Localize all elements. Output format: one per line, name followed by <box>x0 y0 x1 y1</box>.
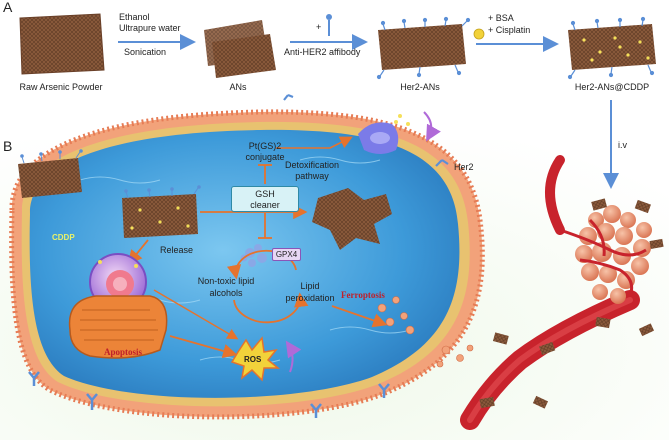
label-her2-ans: Her2-ANs <box>400 82 440 92</box>
arrow-efflux <box>423 111 441 142</box>
bsa-cisplatin-icon <box>473 28 485 40</box>
lipid-droplets <box>377 296 474 368</box>
arc-to-peroxidation <box>233 292 309 324</box>
ans-sheets <box>204 20 276 78</box>
mitochondrion <box>68 295 168 359</box>
label-anti-her2-affibody: Anti-HER2 affibody <box>284 47 361 57</box>
panel-b-letter: B <box>3 138 13 154</box>
label-apoptosis: Apoptosis <box>104 347 143 357</box>
label-bsa: + BSA <box>488 13 514 23</box>
arrow-ferroptosis <box>331 305 388 328</box>
ros-burst-icon <box>230 336 281 382</box>
nanosheet-internalized <box>122 185 201 238</box>
label-iv: i.v <box>618 140 627 150</box>
label-alcohols: alcohols <box>209 288 243 298</box>
label-plus: + <box>316 22 322 32</box>
label-ferroptosis: Ferroptosis <box>341 290 385 300</box>
label-her2: Her2 <box>454 162 474 172</box>
label-sonication: Sonication <box>124 47 167 57</box>
label-conjugate: conjugate <box>245 152 285 162</box>
label-pathway: pathway <box>295 171 329 181</box>
degraded-nanosheet <box>312 188 392 250</box>
label-peroxidation: peroxidation <box>285 293 335 303</box>
label-gsh: GSH <box>255 189 275 199</box>
label-release: Release <box>160 245 194 255</box>
label-cleaner: cleaner <box>250 200 280 210</box>
label-cisplatin: + Cisplatin <box>488 25 531 35</box>
affibody-icon <box>326 14 332 36</box>
her2-ans-cddp-sheet <box>567 16 656 80</box>
raw-arsenic-powder <box>19 13 105 75</box>
arrow-ros-to-perox <box>285 340 302 373</box>
label-lipid: Lipid <box>300 281 320 291</box>
nanosheet-extracellular <box>18 149 83 198</box>
label-ethanol: Ethanol <box>119 12 150 22</box>
arrow-to-ros <box>169 335 238 359</box>
her2-receptor-small <box>283 93 294 101</box>
arc-to-alcohols <box>226 249 297 280</box>
gpx4-box: GPX4 <box>272 248 301 261</box>
arrow-mito-ros <box>153 289 239 340</box>
blood-vessel <box>460 155 640 430</box>
label-ans: ANs <box>229 82 247 92</box>
label-ultrapure-water: Ultrapure water <box>119 23 181 33</box>
label-raw-arsenic-powder: Raw Arsenic Powder <box>19 82 103 92</box>
receptor-icons-bottom <box>28 371 390 418</box>
label-pt-gs2: Pt(GS)2 <box>248 141 282 151</box>
her2-ans-sheet <box>376 16 471 80</box>
panel-a-letter: A <box>3 0 13 15</box>
gsh-cleaner-box: GSH cleaner <box>231 186 299 212</box>
nanosheets-around-tumor <box>479 198 664 409</box>
arrow-detox <box>276 136 353 149</box>
label-detoxification: Detoxification <box>284 160 340 170</box>
label-non-toxic-lipid: Non-toxic lipid <box>197 276 255 286</box>
label-ros: ROS <box>244 355 262 364</box>
label-cddp: CDDP <box>52 233 75 242</box>
efflux-transporter <box>358 114 410 154</box>
label-her2-ans-cddp: Her2-ANs@CDDP <box>574 82 650 92</box>
tumor-vasculature <box>559 218 647 297</box>
her2-receptor-icon <box>435 159 449 167</box>
